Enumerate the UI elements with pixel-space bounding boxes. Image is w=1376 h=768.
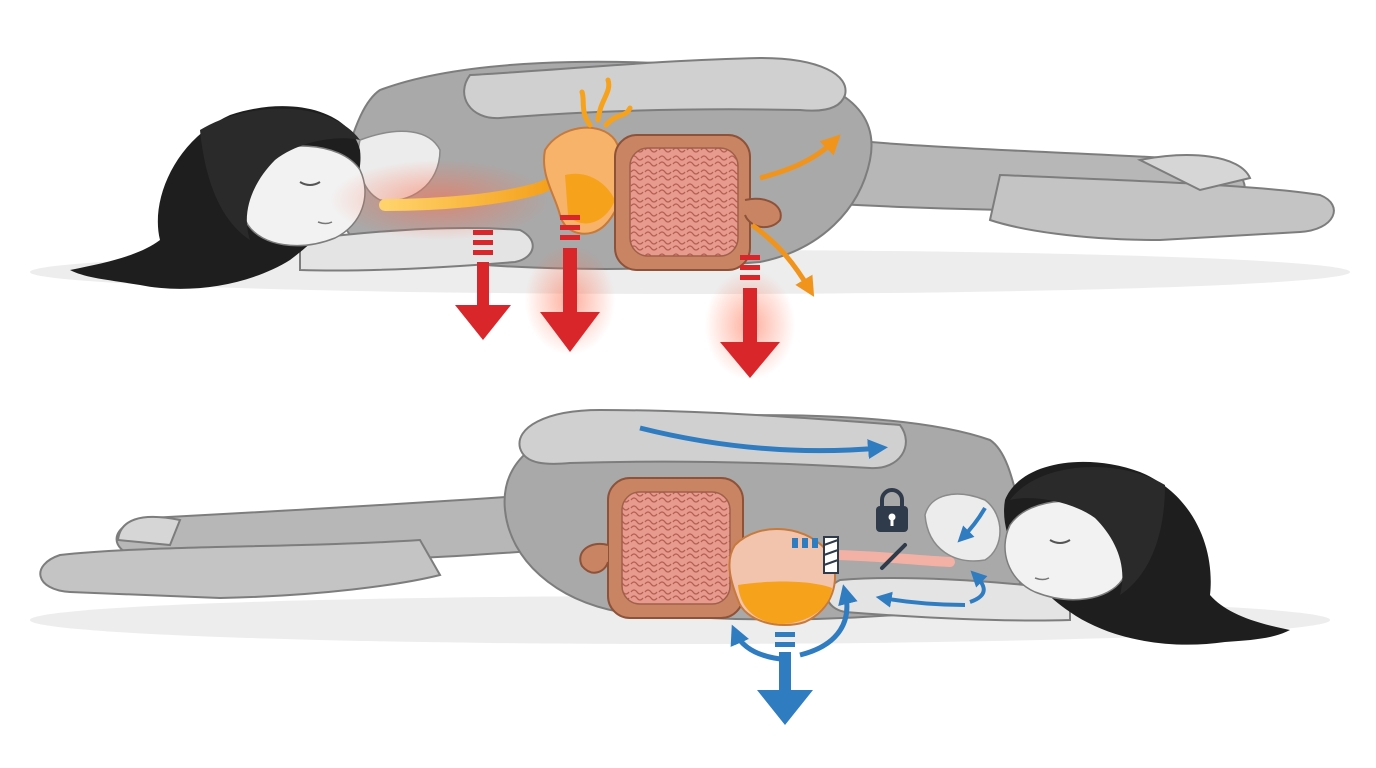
pressure-arrow-down-right [750,222,815,297]
eye [299,181,321,186]
down-arrow-icon [705,255,795,380]
stomach-acid [738,581,832,624]
mouth [1034,577,1050,581]
head [70,106,366,289]
lock-icon [876,488,908,532]
upper-arm [463,56,847,120]
flow-arrows-blue [639,425,988,725]
gravity-arrows-red [455,215,795,380]
head [1004,461,1290,645]
legs [39,488,622,600]
eye [1049,539,1071,544]
barrier-slash [880,543,907,570]
sigmoid [744,197,782,229]
curved-arrow-icon [875,591,966,608]
upper-arm [518,408,907,470]
curved-arrow-icon [639,425,888,460]
small-intestine [629,147,739,257]
down-arrow-icon [757,632,813,725]
down-arrow-icon [525,215,615,355]
pressure-arrow-up-right [759,134,841,181]
panel-right-side-sleeping [30,56,1350,380]
small-intestine [621,491,731,605]
sigmoid [579,542,609,574]
acid-splash [579,77,633,128]
stomach-acid [565,173,615,224]
mouth [317,221,333,225]
closed-valve [792,536,839,574]
legs [759,128,1335,242]
panel-left-side-sleeping [30,408,1330,725]
hair-front [200,108,360,240]
curved-arrow-icon [799,584,858,658]
curved-arrow-icon [969,570,988,604]
hair-front [1010,466,1165,595]
curved-arrow-icon [957,506,987,543]
digestive-system-bottom [579,477,955,626]
digestive-system-top [330,77,841,297]
down-arrow-icon [455,230,511,340]
